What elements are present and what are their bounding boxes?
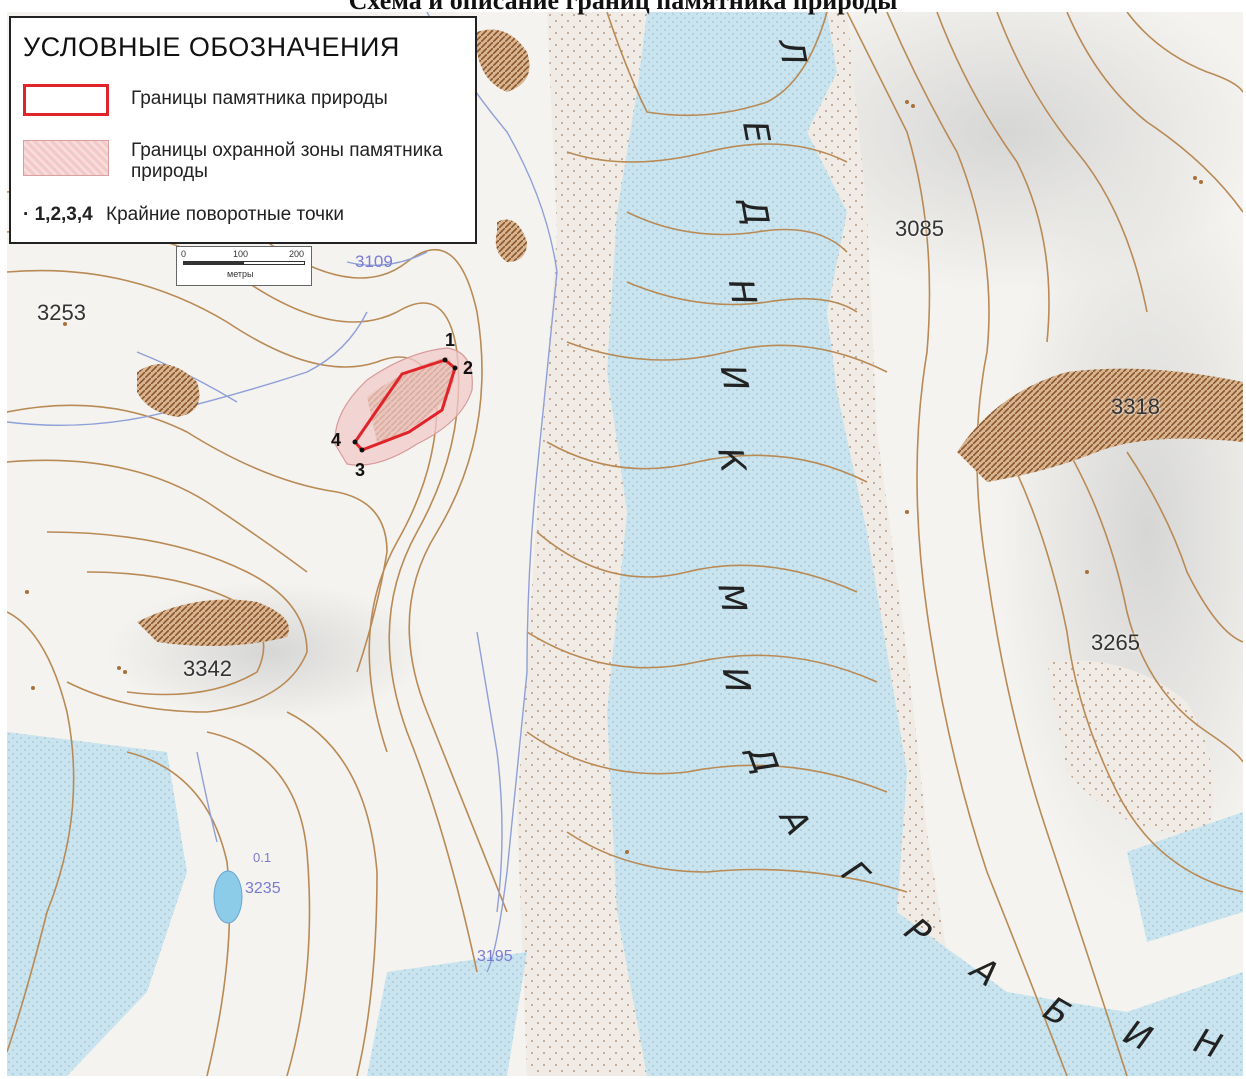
elevation-label: 3235 [245,880,281,897]
glacier-area [7,732,187,1076]
map-canvas [7,12,1243,1076]
map-legend: УСЛОВНЫЕ ОБОЗНАЧЕНИЯ Границы памятника п… [9,16,477,244]
legend-item-label: Границы охранной зоны памятника природы [131,140,443,182]
scale-bar: 0 100 200 метры [176,246,312,286]
scale-tick: 100 [233,249,249,259]
glacier-area [367,952,527,1076]
zone-swatch [23,140,109,176]
elevation-label: 3085 [895,216,944,241]
turning-point-3[interactable] [359,447,365,453]
turning-points [352,357,458,453]
glacier-area [1127,812,1243,942]
topographic-map[interactable]: 3253 3109 3085 3318 3342 3265 3235 3195 … [7,12,1243,1076]
elevation-label: 3109 [355,252,393,271]
turning-point-label: 3 [355,460,366,480]
monument-boundary[interactable] [353,358,457,452]
scale-tick: 200 [289,249,305,259]
elevation-label: 3265 [1091,630,1140,655]
protected-zone-boundary[interactable] [334,347,473,466]
turning-point-4[interactable] [352,439,358,445]
elevation-label: 3195 [477,948,513,965]
turning-points-symbol: · 1,2,3,4 [23,204,93,225]
legend-item-label: Крайние поворотные точки [106,204,344,225]
legend-item-row: · 1,2,3,4 Крайние поворотные точки [23,204,344,226]
turning-point-label: 4 [331,430,342,450]
lake-depth-label: 0.1 [253,850,272,865]
boundary-swatch [23,84,109,116]
glacier-area [607,12,1243,1076]
turning-point-1[interactable] [442,357,448,363]
legend-item-label: Границы памятника природы [131,88,388,109]
turning-point-label: 1 [445,330,456,350]
scale-bar-graphic [183,261,305,265]
elevation-label: 3253 [37,300,86,325]
scale-unit: метры [227,269,254,279]
legend-title: УСЛОВНЫЕ ОБОЗНАЧЕНИЯ [23,32,400,62]
lake [213,870,243,924]
elevation-label: 3342 [183,656,232,681]
page-title: Схема и описание границ памятника природ… [348,0,898,15]
elevation-label: 3318 [1111,394,1160,419]
moraine-area [1047,660,1214,834]
turning-point-2[interactable] [452,365,458,371]
turning-point-label: 2 [463,358,474,378]
hill-shade [107,582,427,722]
scale-tick: 0 [181,249,187,259]
